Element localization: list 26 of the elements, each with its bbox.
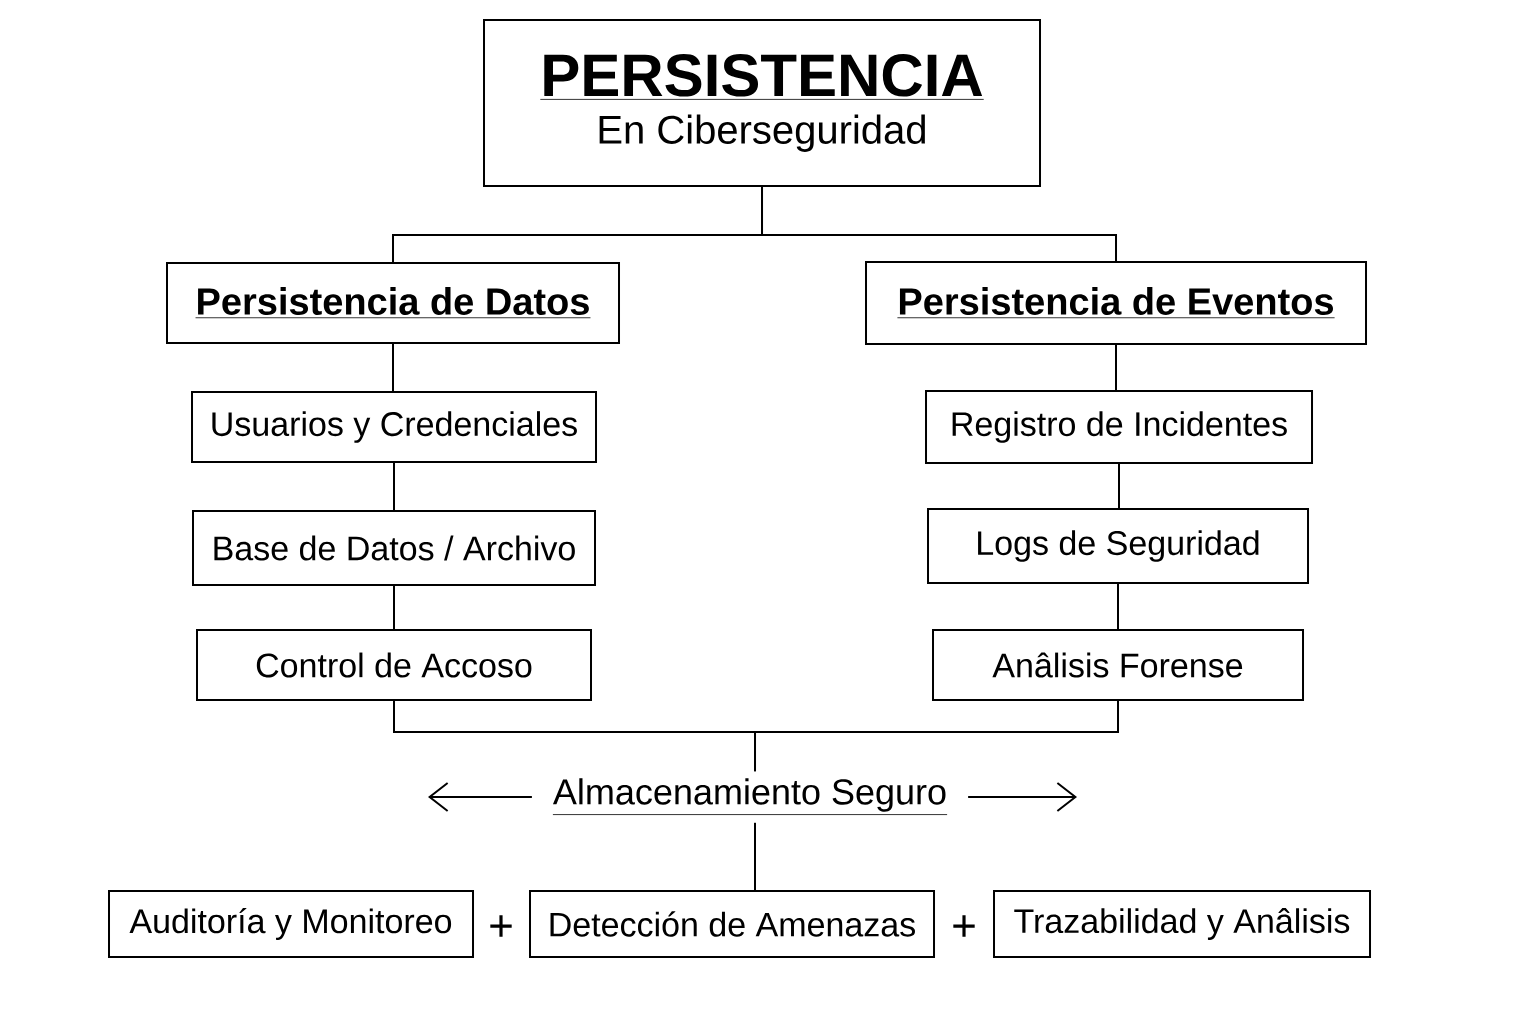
item-box: Auditoría y Monitoreo xyxy=(108,890,474,958)
connector-line xyxy=(393,585,395,630)
item-box: Usuarios y Credenciales xyxy=(191,391,597,463)
item-box: Anâlisis Forense xyxy=(932,629,1304,701)
item-box: Logs de Seguridad xyxy=(927,508,1309,584)
item-box: Base de Datos / Archivo xyxy=(192,510,596,586)
connector-line xyxy=(754,700,1119,773)
underlined-text: Almacenamiento Seguro xyxy=(552,778,948,815)
connector-line xyxy=(393,462,395,511)
plus-sign: + xyxy=(953,915,975,937)
connector-line xyxy=(1118,463,1120,509)
connector-line xyxy=(761,186,1117,262)
title-box: PERSISTENCIA En Ciberseguridad xyxy=(483,19,1041,187)
arrow xyxy=(428,782,533,812)
connector-line xyxy=(1115,344,1117,391)
item-box: Trazabilidad y Anâlisis xyxy=(993,890,1371,958)
connector-line xyxy=(754,821,756,891)
connector-line xyxy=(392,343,394,392)
plus-sign: + xyxy=(490,915,512,937)
connector-line xyxy=(1117,583,1119,630)
item-box: Registro de Incidentes xyxy=(925,390,1313,464)
arrow xyxy=(967,782,1077,812)
item-box: Control de Accoso xyxy=(196,629,592,701)
item-box: Detección de Amenazas xyxy=(529,890,935,958)
category-box: Persistencia de Eventos xyxy=(865,261,1367,345)
category-box: Persistencia de Datos xyxy=(166,262,620,344)
